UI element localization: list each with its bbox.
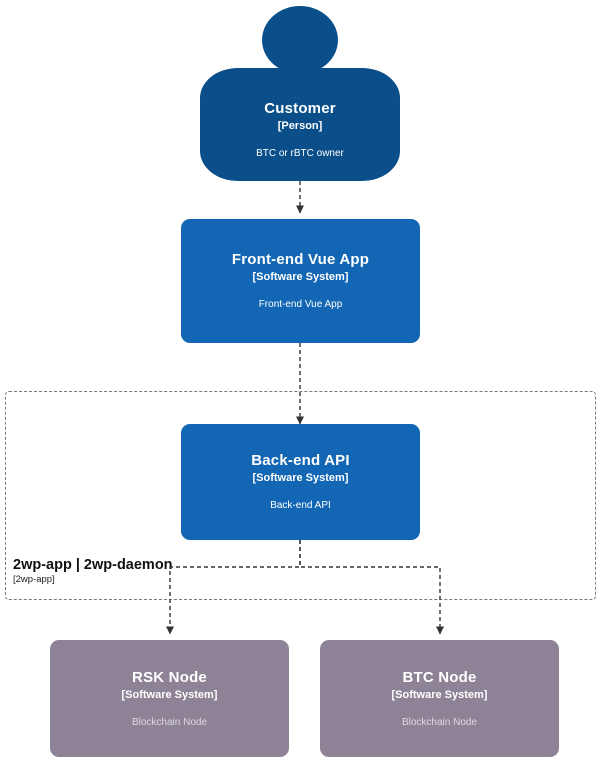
node-title: Front-end Vue App <box>231 251 370 268</box>
boundary-label: 2wp-app | 2wp-daemon [2wp-app] <box>13 557 313 586</box>
node-subtitle: [Software System] <box>391 688 488 701</box>
node-btc-node[interactable]: BTC Node [Software System] Blockchain No… <box>320 640 559 757</box>
node-rsk-node[interactable]: RSK Node [Software System] Blockchain No… <box>50 640 289 757</box>
node-subtitle: [Software System] <box>121 688 218 701</box>
node-subtitle: [Person] <box>277 120 323 132</box>
person-head-icon <box>262 6 338 74</box>
person-body-shape <box>200 68 400 181</box>
node-description: Back-end API <box>270 500 331 511</box>
node-subtitle: [Software System] <box>252 472 349 484</box>
edge-backend-btcnode <box>299 540 444 635</box>
edge-backend-rsknode <box>166 540 301 635</box>
node-title: RSK Node <box>132 668 207 686</box>
node-customer-text: Customer [Person] BTC or rBTC owner <box>200 80 400 180</box>
boundary-2wp-app <box>5 391 596 600</box>
node-backend-api[interactable]: Back-end API [Software System] Back-end … <box>181 424 420 540</box>
node-description: Front-end Vue App <box>258 299 343 310</box>
node-title: BTC Node <box>402 668 477 686</box>
boundary-title: 2wp-app | 2wp-daemon <box>13 557 173 573</box>
node-title: Back-end API <box>251 452 350 469</box>
node-title: Customer <box>264 100 336 117</box>
node-description: Blockchain Node <box>131 716 208 728</box>
node-frontend-vue-app[interactable]: Front-end Vue App [Software System] Fron… <box>181 219 420 343</box>
node-description: Blockchain Node <box>401 716 478 728</box>
node-subtitle: [Software System] <box>252 271 349 283</box>
node-description: BTC or rBTC owner <box>256 148 344 159</box>
boundary-subtitle: [2wp-app] <box>13 574 55 585</box>
